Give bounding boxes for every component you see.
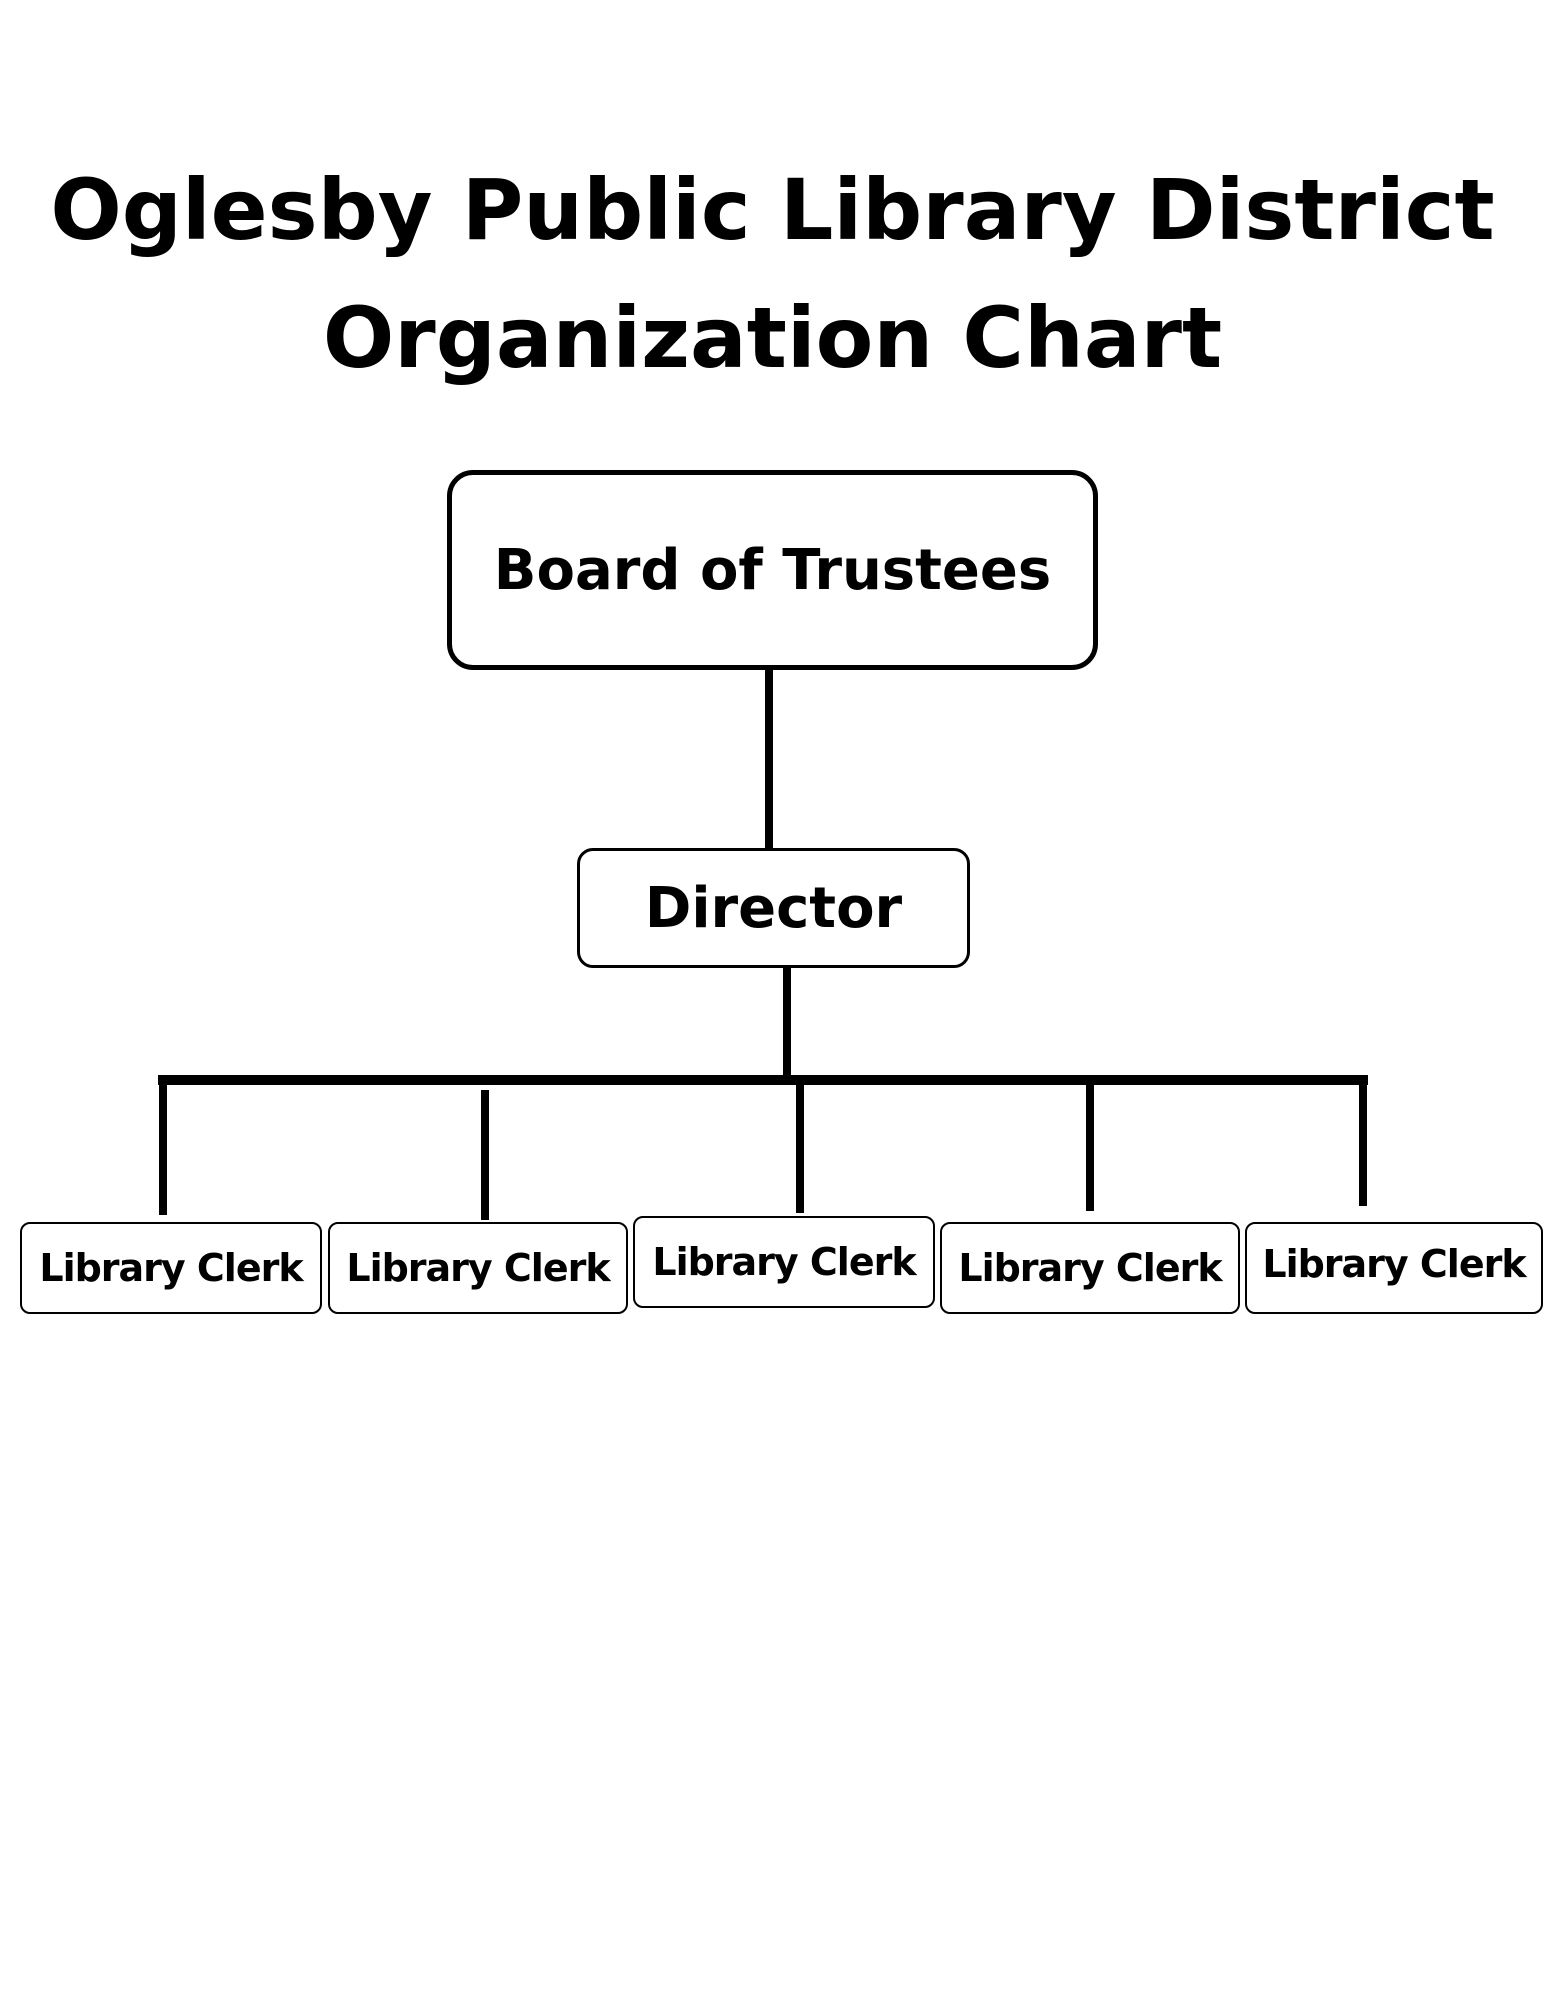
clerk-label: Library Clerk	[958, 1246, 1222, 1290]
clerk-label: Library Clerk	[39, 1246, 303, 1290]
connector-clerk-1	[159, 1083, 167, 1215]
library-clerk-box-3: Library Clerk	[633, 1216, 935, 1308]
director-label: Director	[644, 875, 903, 941]
connector-clerk-3	[796, 1083, 804, 1213]
connector-board-director	[765, 670, 773, 848]
board-label: Board of Trustees	[493, 537, 1052, 603]
connector-director-bar	[783, 968, 791, 1080]
library-clerk-box-5: Library Clerk	[1245, 1222, 1543, 1314]
connector-clerk-5	[1359, 1083, 1367, 1206]
horizontal-branch-bar	[158, 1075, 1368, 1085]
connector-clerk-4	[1086, 1083, 1094, 1211]
connector-clerk-2	[481, 1090, 489, 1220]
library-clerk-box-2: Library Clerk	[328, 1222, 628, 1314]
board-of-trustees-box: Board of Trustees	[447, 470, 1098, 670]
clerk-label: Library Clerk	[346, 1246, 610, 1290]
director-box: Director	[577, 848, 970, 968]
clerk-label: Library Clerk	[652, 1240, 916, 1284]
title-line-2: Organization Chart	[322, 289, 1223, 387]
clerk-label: Library Clerk	[1262, 1242, 1526, 1286]
library-clerk-box-1: Library Clerk	[20, 1222, 322, 1314]
library-clerk-box-4: Library Clerk	[940, 1222, 1240, 1314]
title-line-1: Oglesby Public Library District	[50, 161, 1495, 259]
